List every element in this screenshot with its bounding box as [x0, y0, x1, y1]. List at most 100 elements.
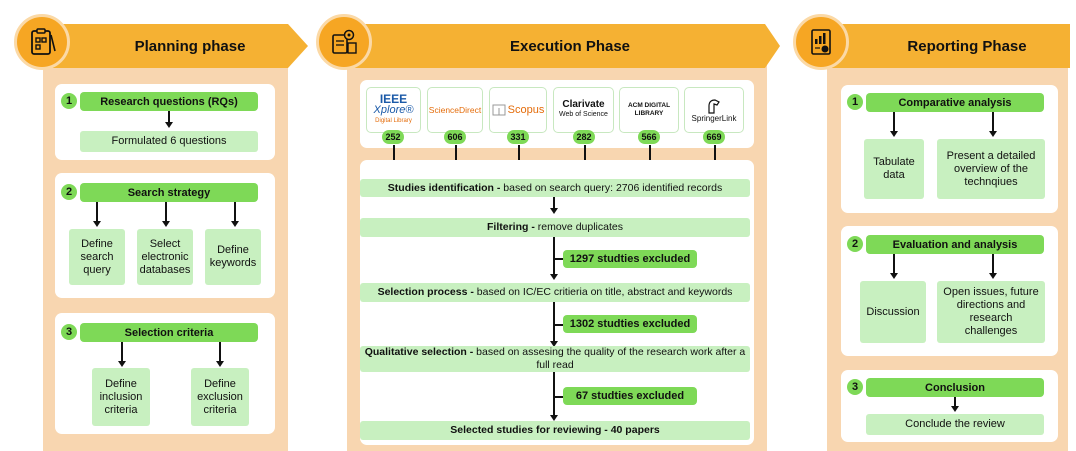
strategy-arrow-line-3: [234, 202, 236, 222]
database-springer-logo: SpringerLink: [684, 87, 744, 133]
criteria-arrow-line-2: [219, 342, 221, 362]
selection-step: Selection process - based on IC/EC criti…: [360, 283, 750, 302]
criteria-arrow-head-1: [118, 361, 126, 367]
flow-line-1: [553, 197, 555, 209]
filtering-bold: Filtering -: [487, 221, 535, 233]
evaluation-arrow-head-1: [890, 273, 898, 279]
count-badge: 331: [507, 130, 529, 144]
db-arrow-line: [649, 145, 651, 170]
identification-bold: Studies identification -: [387, 181, 501, 194]
strategy-arrow-head-1: [93, 221, 101, 227]
planning-icon-circle: [14, 14, 70, 70]
count-badge: 252: [382, 130, 404, 144]
ieee-logo-main: IEEE: [379, 91, 408, 106]
springer-horse-icon: [708, 98, 720, 114]
db-arrow-line: [393, 145, 395, 170]
count-badge: 669: [703, 130, 725, 144]
conclusion-number: 3: [847, 379, 863, 395]
strategy-arrow-head-2: [162, 221, 170, 227]
comparative-item: Present a detailed overview of the techn…: [937, 139, 1045, 199]
planning-clipboard-icon: [31, 28, 56, 55]
rq-arrow-head: [165, 122, 173, 128]
identification-step: Studies identification - based on search…: [360, 179, 750, 197]
database-acm-logo: ACM DIGITAL LIBRARY: [619, 87, 679, 133]
strategy-item: Define keywords: [205, 229, 261, 285]
clarivate-logo-main: Clarivate: [562, 99, 605, 110]
excluded-2: 1302 studties excluded: [563, 315, 697, 333]
excluded-3: 67 studties excluded: [563, 387, 697, 405]
acm-logo-text: ACM DIGITAL LIBRARY: [627, 102, 671, 117]
criteria-item: Define inclusion criteria: [92, 368, 150, 426]
count-badge: 566: [638, 130, 660, 144]
qualitative-text: based on assesing the quality of the res…: [473, 346, 746, 371]
database-scopus-logo: Scopus: [489, 87, 547, 133]
flow-line-2: [553, 237, 555, 275]
database-sciencedirect-logo: ScienceDirect: [427, 87, 483, 133]
db-arrow-line: [518, 145, 520, 170]
sciencedirect-logo-text: ScienceDirect: [428, 105, 482, 115]
flow-line-3: [553, 302, 555, 342]
conclusion-result: Conclude the review: [866, 414, 1044, 435]
flow-head-3: [550, 341, 558, 347]
conclusion-label: Conclusion: [866, 378, 1044, 397]
flow-head-4: [550, 415, 558, 421]
comparative-arrow-head-2: [989, 131, 997, 137]
criteria-arrow-head-2: [216, 361, 224, 367]
elsevier-tree-icon: [492, 104, 506, 116]
flow-head-2: [550, 274, 558, 280]
comparative-number: 1: [847, 94, 863, 110]
excl3-connector: [553, 396, 563, 398]
scopus-logo-text: Scopus: [507, 104, 545, 116]
planning-title: Planning phase: [134, 37, 246, 55]
database-clarivate-logo: Clarivate Web of Science: [553, 87, 614, 133]
comparative-arrow-line-2: [992, 112, 994, 132]
reporting-chart-document-icon: [811, 29, 831, 55]
evaluation-label: Evaluation and analysis: [866, 235, 1044, 254]
execution-banner: [340, 24, 780, 68]
db-arrow-line: [584, 145, 586, 170]
selection-bold: Selection process -: [377, 286, 474, 298]
database-ieee-logo: IEEE Xplore® Digital Library: [366, 87, 421, 133]
db-arrow-line: [455, 145, 457, 170]
excluded-1: 1297 studties excluded: [563, 250, 697, 268]
comparative-arrow-head-1: [890, 131, 898, 137]
evaluation-item: Open issues, future directions and resea…: [937, 281, 1045, 343]
evaluation-number: 2: [847, 236, 863, 252]
evaluation-arrow-head-2: [989, 273, 997, 279]
springer-logo-text: SpringerLink: [691, 113, 737, 123]
rq-result: Formulated 6 questions: [80, 131, 258, 152]
qualitative-bold: Qualitative selection -: [364, 346, 474, 358]
strategy-label: Search strategy: [80, 183, 258, 202]
execution-icon-circle: [316, 14, 372, 70]
strategy-arrow-head-3: [231, 221, 239, 227]
criteria-label: Selection criteria: [80, 323, 258, 342]
rq-label: Research questions (RQs): [80, 92, 258, 111]
execution-gear-document-icon: [332, 29, 357, 54]
count-badge: 606: [444, 130, 466, 144]
rq-arrow-line: [168, 111, 170, 123]
reporting-banner: [820, 24, 1070, 68]
qualitative-step: Qualitative selection - based on assesin…: [360, 346, 750, 372]
execution-title: Execution Phase: [509, 37, 631, 55]
db-arrow-line: [714, 145, 716, 170]
strategy-arrow-line-1: [96, 202, 98, 222]
rq-number: 1: [61, 93, 77, 109]
excl1-connector: [553, 258, 563, 260]
criteria-number: 3: [61, 324, 77, 340]
strategy-number: 2: [61, 184, 77, 200]
final-step: Selected studies for reviewing - 40 pape…: [360, 421, 750, 440]
evaluation-arrow-line-1: [893, 254, 895, 274]
strategy-arrow-line-2: [165, 202, 167, 222]
selection-text: based on IC/EC critieria on title, abstr…: [473, 286, 733, 298]
conclusion-arrow-head: [951, 406, 959, 412]
clarivate-logo-sub: Web of Science: [559, 111, 608, 118]
flow-head-1: [550, 208, 558, 214]
identification-text: based on search query: 2706 identified r…: [500, 181, 723, 194]
comparative-arrow-line-1: [893, 112, 895, 132]
evaluation-arrow-line-2: [992, 254, 994, 274]
filtering-text: remove duplicates: [534, 221, 623, 233]
ieee-logo-sub: Xplore®: [373, 103, 414, 116]
strategy-item: Select electronic databases: [137, 229, 193, 285]
flow-line-4: [553, 372, 555, 416]
reporting-title: Reporting Phase: [907, 37, 1027, 55]
